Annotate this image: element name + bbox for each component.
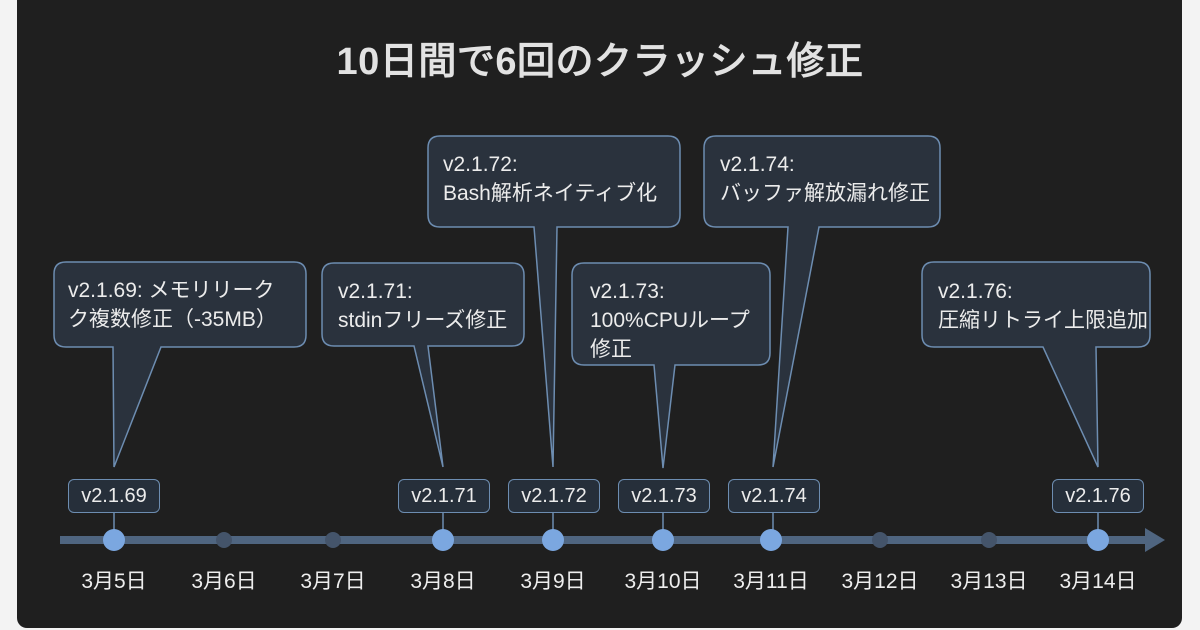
diagram-title: 10日間で6回のクラッシュ修正 [336, 41, 864, 83]
version-tag-v2-1-71: v2.1.71 [398, 479, 490, 513]
version-tag-v2-1-73: v2.1.73 [618, 479, 710, 513]
tag-connectors [113, 513, 1099, 530]
dot-mar9-active [542, 529, 564, 551]
date-label: 3月6日 [191, 570, 257, 593]
dot-mar14-active [1087, 529, 1109, 551]
timeline-axis [60, 528, 1165, 552]
callout-v2-1-74 [703, 135, 941, 468]
version-tag-v2-1-76: v2.1.76 [1052, 479, 1144, 513]
dot-mar11-active [760, 529, 782, 551]
date-label: 3月13日 [950, 570, 1028, 593]
date-label: 3月11日 [733, 570, 809, 593]
callout-text-v2-1-69: v2.1.69: メモリリーク ク複数修正（-35MB） [68, 279, 277, 331]
callout-v2-1-69 [53, 261, 307, 468]
version-tag-v2-1-74: v2.1.74 [728, 479, 820, 513]
dot-mar8-active [432, 529, 454, 551]
callout-v2-1-73 [571, 262, 771, 469]
version-tag-v2-1-72: v2.1.72 [508, 479, 600, 513]
dot-mar6 [216, 532, 232, 548]
callout-v2-1-72 [427, 135, 681, 468]
dot-mar13 [981, 532, 997, 548]
date-label: 3月7日 [300, 570, 366, 593]
date-label: 3月10日 [624, 570, 702, 593]
callout-text-v2-1-73: v2.1.73: 100%CPUループ 修正 [590, 280, 750, 361]
dot-mar12 [872, 532, 888, 548]
timeline-dots [103, 529, 1109, 551]
callout-text-v2-1-72: v2.1.72: Bash解析ネイティブ化 [443, 153, 658, 205]
callout-text-v2-1-74: v2.1.74: バッファ解放漏れ修正 [720, 153, 930, 205]
callout-v2-1-71 [321, 262, 525, 468]
callout-text-v2-1-76: v2.1.76: 圧縮リトライ上限追加 [938, 280, 1148, 332]
date-label: 3月14日 [1059, 570, 1137, 593]
date-label: 3月8日 [410, 570, 476, 593]
dot-mar7 [325, 532, 341, 548]
version-tag-v2-1-69: v2.1.69 [68, 479, 160, 513]
date-label: 3月5日 [81, 570, 147, 593]
date-label: 3月9日 [520, 570, 586, 593]
dot-mar5-active [103, 529, 125, 551]
dot-mar10-active [652, 529, 674, 551]
callout-text-v2-1-71: v2.1.71: stdinフリーズ修正 [338, 280, 508, 332]
callout-v2-1-76 [921, 261, 1151, 468]
date-label: 3月12日 [841, 570, 919, 593]
